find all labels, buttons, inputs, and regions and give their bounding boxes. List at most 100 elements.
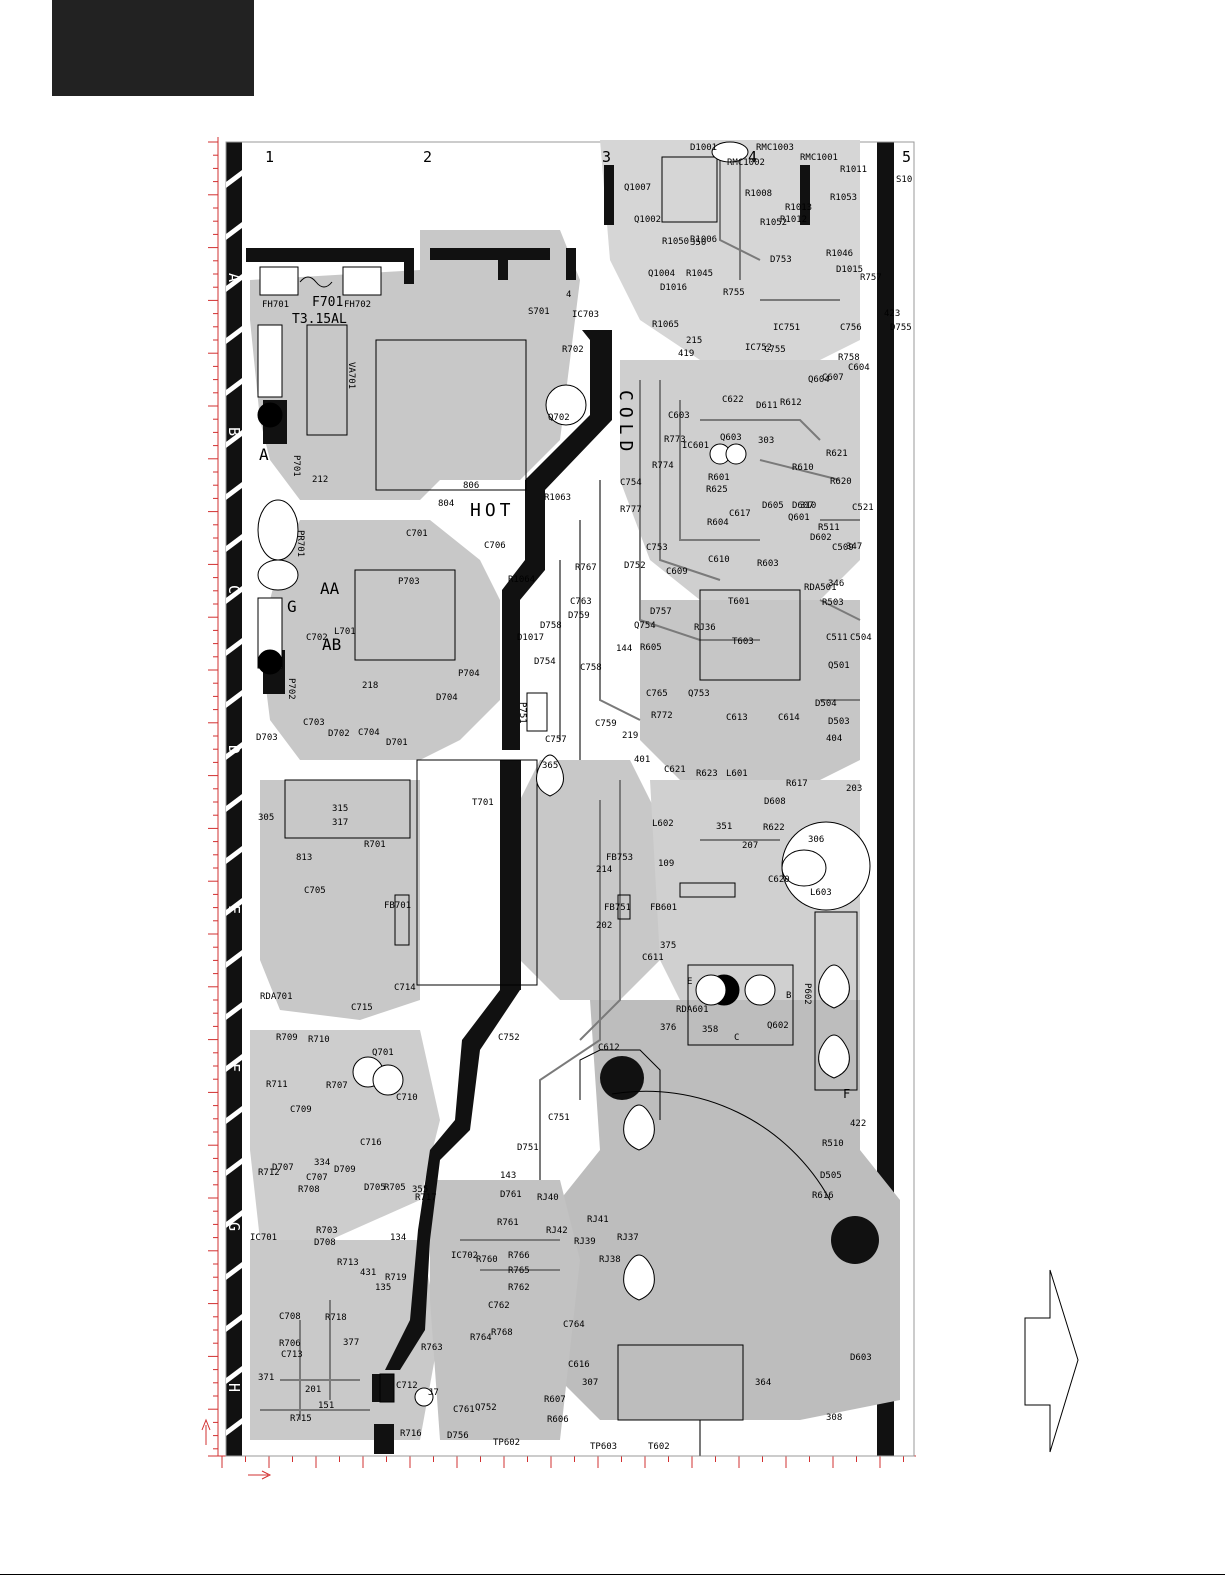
jumper-number: 212 [312,475,328,485]
jumper-number: 144 [616,644,632,654]
jumper-number: 306 [808,835,824,845]
fuse-holder-left: FH701 [262,300,289,310]
component-ref: R1012 [780,215,807,225]
component-ref: R701 [364,840,386,850]
component-ref: Q1007 [624,183,651,193]
component-ref: C758 [580,663,602,673]
jumper-number: 4 [566,290,571,300]
component-ref: R1053 [830,193,857,203]
component-ref: D611 [756,401,778,411]
footer-rule [0,1574,1225,1575]
jumper-number: S10 [896,175,912,185]
component-ref: R1011 [840,165,867,175]
component-ref: Q602 [767,1021,789,1031]
component-ref: IC752 [745,343,772,353]
isolation-slot [502,330,612,750]
component-ref: D503 [828,717,850,727]
component-ref: Q601 [788,513,810,523]
component-ref: D702 [328,729,350,739]
left-board-edge [226,142,242,1456]
jumper-number: 218 [362,681,378,691]
component-ref: L601 [726,769,748,779]
component-ref: R603 [757,559,779,569]
component-ref: R601 [708,473,730,483]
component-ref: R607 [544,1395,566,1405]
jumper-number: 423 [884,309,900,319]
component-ref: C521 [852,503,874,513]
component-ref: R1063 [544,493,571,503]
component-ref: L602 [652,819,674,829]
component-ref: R761 [497,1218,519,1228]
column-label: 4 [748,148,757,166]
jumper-number: 310 [800,501,816,511]
component-ref: R605 [640,643,662,653]
component-ref: J7 [428,1388,439,1398]
mark-ab: AB [322,635,341,654]
component-ref: C620 [768,875,790,885]
jumper-number: 350 [690,238,706,248]
jumper-number: 375 [660,941,676,951]
component-ref: D504 [815,699,837,709]
connector-p704: P704 [458,669,480,679]
component-ref: D761 [500,1190,522,1200]
component-ref: C763 [570,597,592,607]
component-ref: R768 [491,1328,513,1338]
right-outline-arrow-icon [1024,1269,1079,1453]
mark-g: G [287,597,297,616]
jumper-number: 307 [582,1378,598,1388]
left-ruler [201,137,219,1456]
component-ref: D608 [764,797,786,807]
component-ref: C761 [453,1405,475,1415]
component-ref: C716 [360,1138,382,1148]
component-ref: D1001 [690,143,717,153]
component-ref: Q752 [475,1403,497,1413]
component-ref: C708 [279,1312,301,1322]
row-label: A [225,273,243,282]
mark-a: A [259,445,269,464]
jumper-number: 404 [826,734,842,744]
component-ref: R1052 [760,218,787,228]
jumper-number: 109 [658,859,674,869]
component-ref: R763 [421,1343,443,1353]
component-ref: D708 [314,1238,336,1248]
signal-traces [260,160,861,1456]
component-ref: Q501 [828,661,850,671]
component-ref: IC751 [773,323,800,333]
component-ref: R764 [470,1333,492,1343]
component-ref: RMC1003 [756,143,794,153]
component-ref: D703 [256,733,278,743]
component-ref: RJ42 [546,1226,568,1236]
component-ref: R774 [652,461,674,471]
component-ref: D705 [364,1183,386,1193]
component-ref: D759 [568,611,590,621]
component-ref: RJ37 [617,1233,639,1243]
jumper-number: 215 [686,336,702,346]
component-ref: R621 [826,449,848,459]
row-label: B [225,427,243,436]
component-ref: D607 [792,501,814,511]
component-ref: R702 [562,345,584,355]
component-ref: R703 [316,1226,338,1236]
component-ref: R717 [415,1193,437,1203]
jumper-number: 347 [846,542,862,552]
component-ref: R606 [547,1415,569,1425]
component-ref: T601 [728,597,750,607]
component-ref: R773 [664,435,686,445]
component-ref: C622 [722,395,744,405]
component-ref: RDA601 [676,1005,709,1015]
component-ref: C759 [595,719,617,729]
component-ref: Q702 [548,413,570,423]
component-ref: TP603 [590,1442,617,1452]
jumper-number: B [786,991,791,1001]
jumper-number: 135 [375,1283,391,1293]
component-ref: C603 [668,411,690,421]
fuse-holder-right: FH702 [344,300,371,310]
right-board-edge [877,142,894,1456]
component-ref: D707 [272,1163,294,1173]
jumper-number: 422 [850,1119,866,1129]
component-ref: C752 [498,1033,520,1043]
component-ref: R716 [400,1429,422,1439]
component-ref: D758 [540,621,562,631]
cold-zone-label: COLD [615,390,636,457]
